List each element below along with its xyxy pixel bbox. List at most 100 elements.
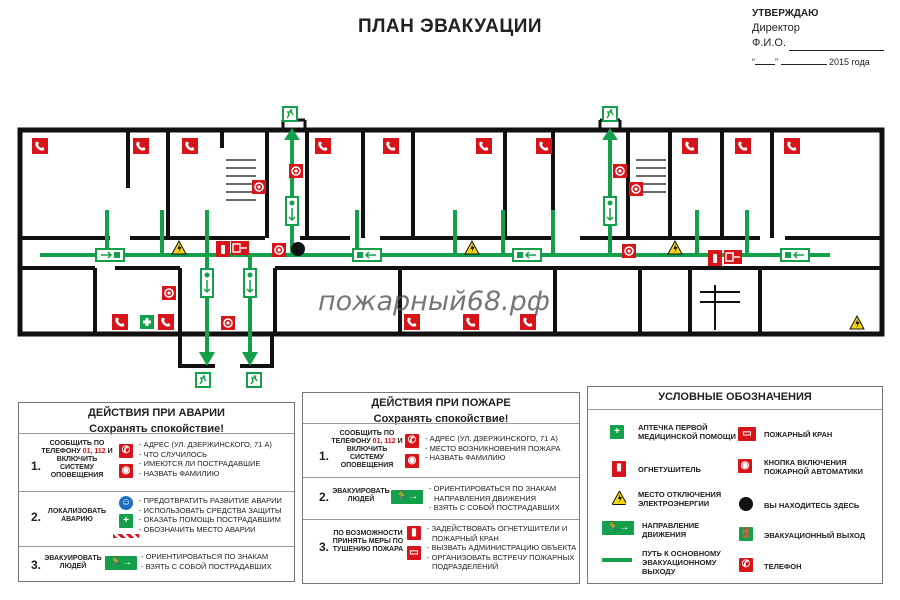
exit-sign [245,371,263,389]
direction-sign [351,247,383,263]
fire-step-2: 2. ЭВАКУИРОВАТЬ ЛЮДЕЙ 🏃→ - ОРИЕНТИРОВАТЬ… [303,477,579,520]
step-item: - ИСПОЛЬЗОВАТЬ СРЕДСТВА ЗАЩИТЫ [139,505,282,515]
step-item: - АДРЕС (УЛ. ДЗЕРЖИНСКОГО, 71 А) [139,440,272,449]
step-items: - ЗАДЕЙСТВОВАТЬ ОГНЕТУШИТЕЛИ И ПОЖАРНЫЙ … [427,524,576,572]
step-label-pre: СООБЩИТЬ ПО ТЕЛЕФОНУ [41,440,105,455]
direction-sign [602,195,618,227]
approval-date: “ ” 2015 года [752,55,897,70]
step-item: - ОРИЕНТИРОВАТЬСЯ ПО ЗНАКАМ [141,552,269,561]
first-aid-icon: + [119,514,133,528]
step-item: - ОРИЕНТИРОВАТЬСЯ ПО ЗНАКАМ [429,484,557,493]
step-items: - АДРЕС (УЛ. ДЗЕРЖИНСКОГО, 71 А) - МЕСТО… [425,434,561,463]
step-item: - ВЗЯТЬ С СОБОЙ ПОСТРАДАВШИХ [141,561,272,571]
fire-hydrant-icon: ▭ [738,427,756,441]
exit-icon: 🚪 [739,527,753,541]
step-items: - ОРИЕНТИРОВАТЬСЯ ПО ЗНАКАМ - ВЗЯТЬ С СО… [141,552,272,571]
step-item: - ОБОЗНАЧИТЬ МЕСТО АВАРИИ [139,524,256,534]
step-label: ЭВАКУИРОВАТЬ ЛЮДЕЙ [332,488,390,503]
legend-label: ПОЖАРНЫЙ КРАН [764,430,833,439]
step-item: - АДРЕС (УЛ. ДЗЕРЖИНСКОГО, 71 А) [425,434,558,443]
legend-heading: УСЛОВНЫЕ ОБОЗНАЧЕНИЯ [658,391,812,403]
direction-sign [94,247,126,263]
fire-hydrant-sign [230,240,250,256]
exit-sign [194,371,212,389]
alarm-button-icon: ◉ [405,454,419,468]
day-line [755,64,775,65]
direction-sign [242,267,258,299]
step-number: 3. [31,558,42,572]
exit-sign [601,105,619,123]
step-number: 1. [319,449,330,463]
step-item: - НАЗВАТЬ ФАМИЛИЮ [139,468,220,478]
first-aid-icon: + [610,425,624,439]
direction-sign-icon: 🏃→ [105,556,137,570]
step-label: СООБЩИТЬ ПО ТЕЛЕФОНУ 01, 112 И ВКЛЮЧИТЬ … [331,430,403,470]
step-items: - АДРЕС (УЛ. ДЗЕРЖИНСКОГО, 71 А) - ЧТО С… [139,440,272,478]
signature-line [789,40,885,51]
hazard-tape-icon [113,534,139,538]
direction-sign [511,247,543,263]
approval-position: Директор [752,22,800,34]
legend-label: АПТЕЧКА ПЕРВОЙ МЕДИЦИНСКОЙ ПОМОЩИ [638,423,736,441]
date-quote-open: “ [752,57,755,67]
floor-plan [17,105,885,389]
fire-hydrant-sign [723,249,743,265]
step-item: - НАЗВАТЬ ФАМИЛИЮ [425,453,506,462]
first-aid-sign [138,313,156,331]
accident-step-3: 3. ЭВАКУИРОВАТЬ ЛЮДЕЙ 🏃→ - ОРИЕНТИРОВАТЬ… [19,546,294,581]
you-are-here-marker [291,242,305,256]
legend-label: ПУТЬ К ОСНОВНОМУ ЭВАКУАЦИОННОМУ ВЫХОДУ [642,549,721,576]
step-number: 2. [31,510,42,524]
phone-numbers: 01, 112 [82,448,106,455]
approval-name-label: Ф.И.О. [752,37,786,49]
step-item: - ОРГАНИЗОВАТЬ ВСТРЕЧУ ПОЖАРНЫХ [427,552,575,562]
step-item: - ПРЕДОТВРАТИТЬ РАЗВИТИЕ АВАРИИ [139,496,282,505]
step-item: - МЕСТО ВОЗНИКНОВЕНИЯ ПОЖАРА [425,443,561,453]
legend-label: МЕСТО ОТКЛЮЧЕНИЯ ЭЛЕКТРОЭНЕРГИИ [638,490,722,508]
accident-step-1: 1. СООБЩИТЬ ПО ТЕЛЕФОНУ 01, 112 И ВКЛЮЧИ… [19,433,294,492]
fire-heading: ДЕЙСТВИЯ ПРИ ПОЖАРЕ [371,397,511,409]
phone-icon: ✆ [405,434,419,448]
route-arrowheads [199,128,618,366]
step-item: НАПРАВЛЕНИЯ ДВИЖЕНИЯ [434,493,537,503]
accident-heading: ДЕЙСТВИЯ ПРИ АВАРИИ [88,407,225,419]
step-item: - ИМЕЮТСЯ ЛИ ПОСТРАДАВШИЕ [139,459,261,468]
direction-sign-icon: 🏃→ [391,490,423,504]
electricity-icon [612,491,626,505]
fire-step-3: 3. ПО ВОЗМОЖНОСТИ ПРИНЯТЬ МЕРЫ ПО ТУШЕНИ… [303,519,579,583]
step-number: 3. [319,540,330,554]
step-item: - ВЫЗВАТЬ АДМИНИСТРАЦИЮ ОБЪЕКТА [427,543,577,552]
direction-sign [199,267,215,299]
date-quote-close: ” [775,57,778,67]
walls [17,118,885,368]
step-label: СООБЩИТЬ ПО ТЕЛЕФОНУ 01, 112 И ВКЛЮЧИТЬ … [41,440,113,480]
phone-numbers: 01, 112 [372,438,396,445]
accident-panel: ДЕЙСТВИЯ ПРИ АВАРИИ Сохранять спокойстви… [18,402,295,582]
fire-hydrant-icon: ▭ [407,546,421,560]
legend-label: ЭВАКУАЦИОННЫЙ ВЫХОД [764,531,866,540]
direction-sign [284,195,300,227]
step-label: ЛОКАЛИЗОВАТЬ АВАРИЮ [47,508,107,523]
legend-label: НАПРАВЛЕНИЕ ДВИЖЕНИЯ [642,521,700,539]
step-number: 2. [319,490,330,504]
legend-panel: УСЛОВНЫЕ ОБОЗНАЧЕНИЯ + АПТЕЧКА ПЕРВОЙ МЕ… [587,386,883,584]
phone-icon: ✆ [739,558,753,572]
extinguisher-sign [216,241,230,257]
step-label-post: И ВКЛЮЧИТЬ СИСТЕМУ ОПОВЕЩЕНИЯ [50,448,113,479]
extinguisher-icon: ▮ [407,526,421,540]
alarm-button-icon: ◉ [738,459,752,473]
step-item: ПОДРАЗДЕЛЕНИЙ [432,562,499,571]
month-line [780,64,827,65]
step-item: - ОКАЗАТЬ ПОМОЩЬ ПОСТРАДАВШИМ [139,515,281,524]
step-items: - ОРИЕНТИРОВАТЬСЯ ПО ЗНАКАМ НАПРАВЛЕНИЯ … [429,484,560,513]
legend-label: ТЕЛЕФОН [764,562,802,571]
protection-icon: ☺ [119,496,133,510]
legend-label: ВЫ НАХОДИТЕСЬ ЗДЕСЬ [764,501,860,510]
step-label-post: И ВКЛЮЧИТЬ СИСТЕМУ ОПОВЕЩЕНИЯ [340,438,403,469]
step-number: 1. [31,459,42,473]
fire-panel: ДЕЙСТВИЯ ПРИ ПОЖАРЕ Сохранять спокойстви… [302,392,580,584]
accident-subheading: Сохранять спокойствие! [89,423,224,435]
approval-year: 2015 года [829,57,870,67]
approval-block: УТВЕРЖДАЮ Директор Ф.И.О. “” 2015 года [752,6,897,70]
step-item: - ВЗЯТЬ С СОБОЙ ПОСТРАДАВШИХ [429,503,560,512]
